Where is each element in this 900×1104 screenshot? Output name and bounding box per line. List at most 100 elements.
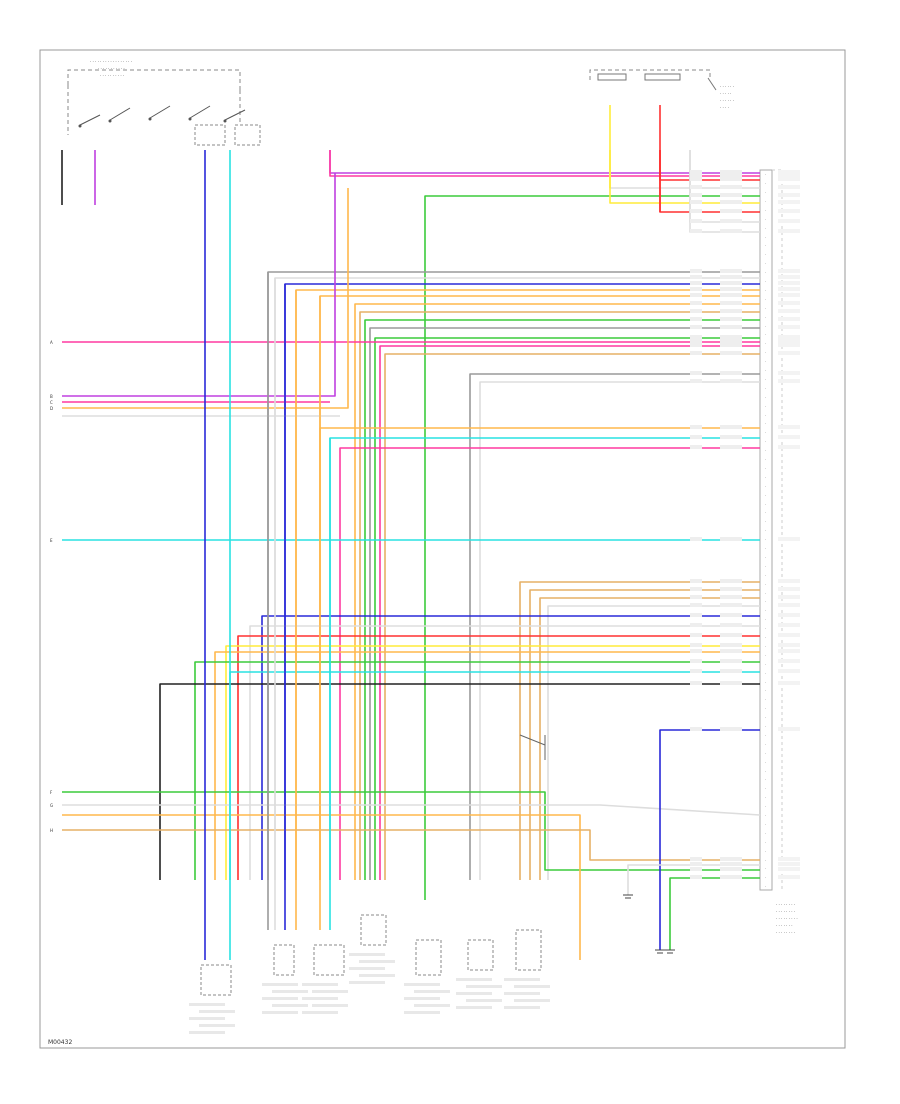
pin-function-label xyxy=(778,170,800,174)
pin-number: · xyxy=(765,182,766,186)
pin-number: · xyxy=(765,360,766,364)
pin-function-label xyxy=(778,219,800,223)
harness-wire xyxy=(424,195,760,900)
pin-number: · xyxy=(765,743,766,747)
wire-color-tag xyxy=(720,193,742,197)
pin-function-label xyxy=(778,587,800,591)
control-module-connector: · · · · · · · · · · · · · · · · · · · · … xyxy=(759,169,798,935)
pin-function-label xyxy=(778,193,800,197)
pin-function-label xyxy=(778,862,800,866)
pin-function-label xyxy=(778,445,800,449)
pin-number: · xyxy=(765,574,766,578)
wire-color-tag xyxy=(720,229,742,233)
pin-number: · xyxy=(765,378,766,382)
pin-function-label xyxy=(778,309,800,313)
wire-color-tag xyxy=(720,862,742,866)
component-label xyxy=(404,1011,440,1014)
wire-color-tag xyxy=(690,170,702,174)
pin-number: · xyxy=(765,832,766,836)
wire-color-tag xyxy=(690,613,702,617)
wire-color-tag xyxy=(720,649,742,653)
pin-number: · xyxy=(765,280,766,284)
wire-color-tag xyxy=(690,229,702,233)
wire-color-tag xyxy=(690,643,702,647)
wire-color-tag xyxy=(690,603,702,607)
wire-color-tag xyxy=(690,339,702,343)
wire-color-tag xyxy=(720,727,742,731)
pin-function-label xyxy=(778,425,800,429)
wire-color-tag xyxy=(720,371,742,375)
wire-color-tag xyxy=(720,603,742,607)
pin-number: · xyxy=(765,173,766,177)
wire-color-tag xyxy=(690,537,702,541)
pin-number: · xyxy=(765,841,766,845)
pin-number: · xyxy=(765,654,766,658)
wire-color-tag xyxy=(720,343,742,347)
wire-color-tag xyxy=(690,867,702,871)
pin-function-label xyxy=(778,335,800,339)
wire-color-tag xyxy=(720,301,742,305)
pin-number: · xyxy=(765,440,766,444)
pin-function-label xyxy=(778,281,800,285)
harness-wire xyxy=(469,373,760,880)
wire-color-tag xyxy=(690,335,702,339)
wire-color-tag xyxy=(690,379,702,383)
harness-wire xyxy=(249,625,760,880)
wire-color-tag xyxy=(690,579,702,583)
pin-number: · xyxy=(765,689,766,693)
harness-wire xyxy=(62,791,760,871)
component-label xyxy=(262,983,298,986)
pin-number: · xyxy=(765,253,766,257)
pin-number: · xyxy=(765,298,766,302)
wire-color-tag xyxy=(720,867,742,871)
pin-function-label xyxy=(778,643,800,647)
pin-number: · xyxy=(765,396,766,400)
wire-color-tag xyxy=(690,435,702,439)
pin-number: · xyxy=(765,778,766,782)
wire-color-tag xyxy=(720,200,742,204)
pin-function-label xyxy=(778,633,800,637)
pin-number: · xyxy=(765,707,766,711)
harness-wire xyxy=(609,150,760,189)
wire-color-tag xyxy=(720,351,742,355)
pin-function-label xyxy=(778,659,800,663)
pin-function-label xyxy=(778,857,800,861)
pin-function-label xyxy=(778,351,800,355)
pin-number: · xyxy=(765,663,766,667)
pin-number: · xyxy=(765,618,766,622)
wire-color-tag xyxy=(720,287,742,291)
pin-number: · xyxy=(765,867,766,871)
wire-color-tag xyxy=(720,875,742,879)
wire-color-tag xyxy=(690,317,702,321)
svg-text:· · · · · · · ·: · · · · · · · · xyxy=(776,909,795,914)
wire-color-tag xyxy=(720,425,742,429)
harness-wire xyxy=(529,589,760,880)
harness-wire xyxy=(62,814,581,960)
component-label xyxy=(404,997,440,1000)
pin-number: · xyxy=(765,476,766,480)
wire-color-tag xyxy=(690,269,702,273)
pin-number: · xyxy=(765,529,766,533)
pin-function-label xyxy=(778,537,800,541)
wire-color-tag xyxy=(690,875,702,879)
component-label xyxy=(312,990,348,993)
pin-function-label xyxy=(778,301,800,305)
pin-function-label xyxy=(778,185,800,189)
wire-color-tag xyxy=(690,219,702,223)
pin-function-label xyxy=(778,669,800,673)
pin-number: · xyxy=(765,591,766,595)
wire-color-tag xyxy=(720,613,742,617)
connector-letter: A xyxy=(50,340,53,345)
pin-function-label xyxy=(778,317,800,321)
connector-letter: B xyxy=(50,394,53,399)
wire-color-tag xyxy=(720,659,742,663)
wire-color-tag xyxy=(720,309,742,313)
wire-color-tag xyxy=(690,209,702,213)
harness-wire xyxy=(329,150,760,177)
wire-color-tag xyxy=(690,177,702,181)
pin-number: · xyxy=(765,467,766,471)
pin-number: · xyxy=(765,351,766,355)
pin-function-label xyxy=(778,269,800,273)
component-label xyxy=(359,974,395,977)
